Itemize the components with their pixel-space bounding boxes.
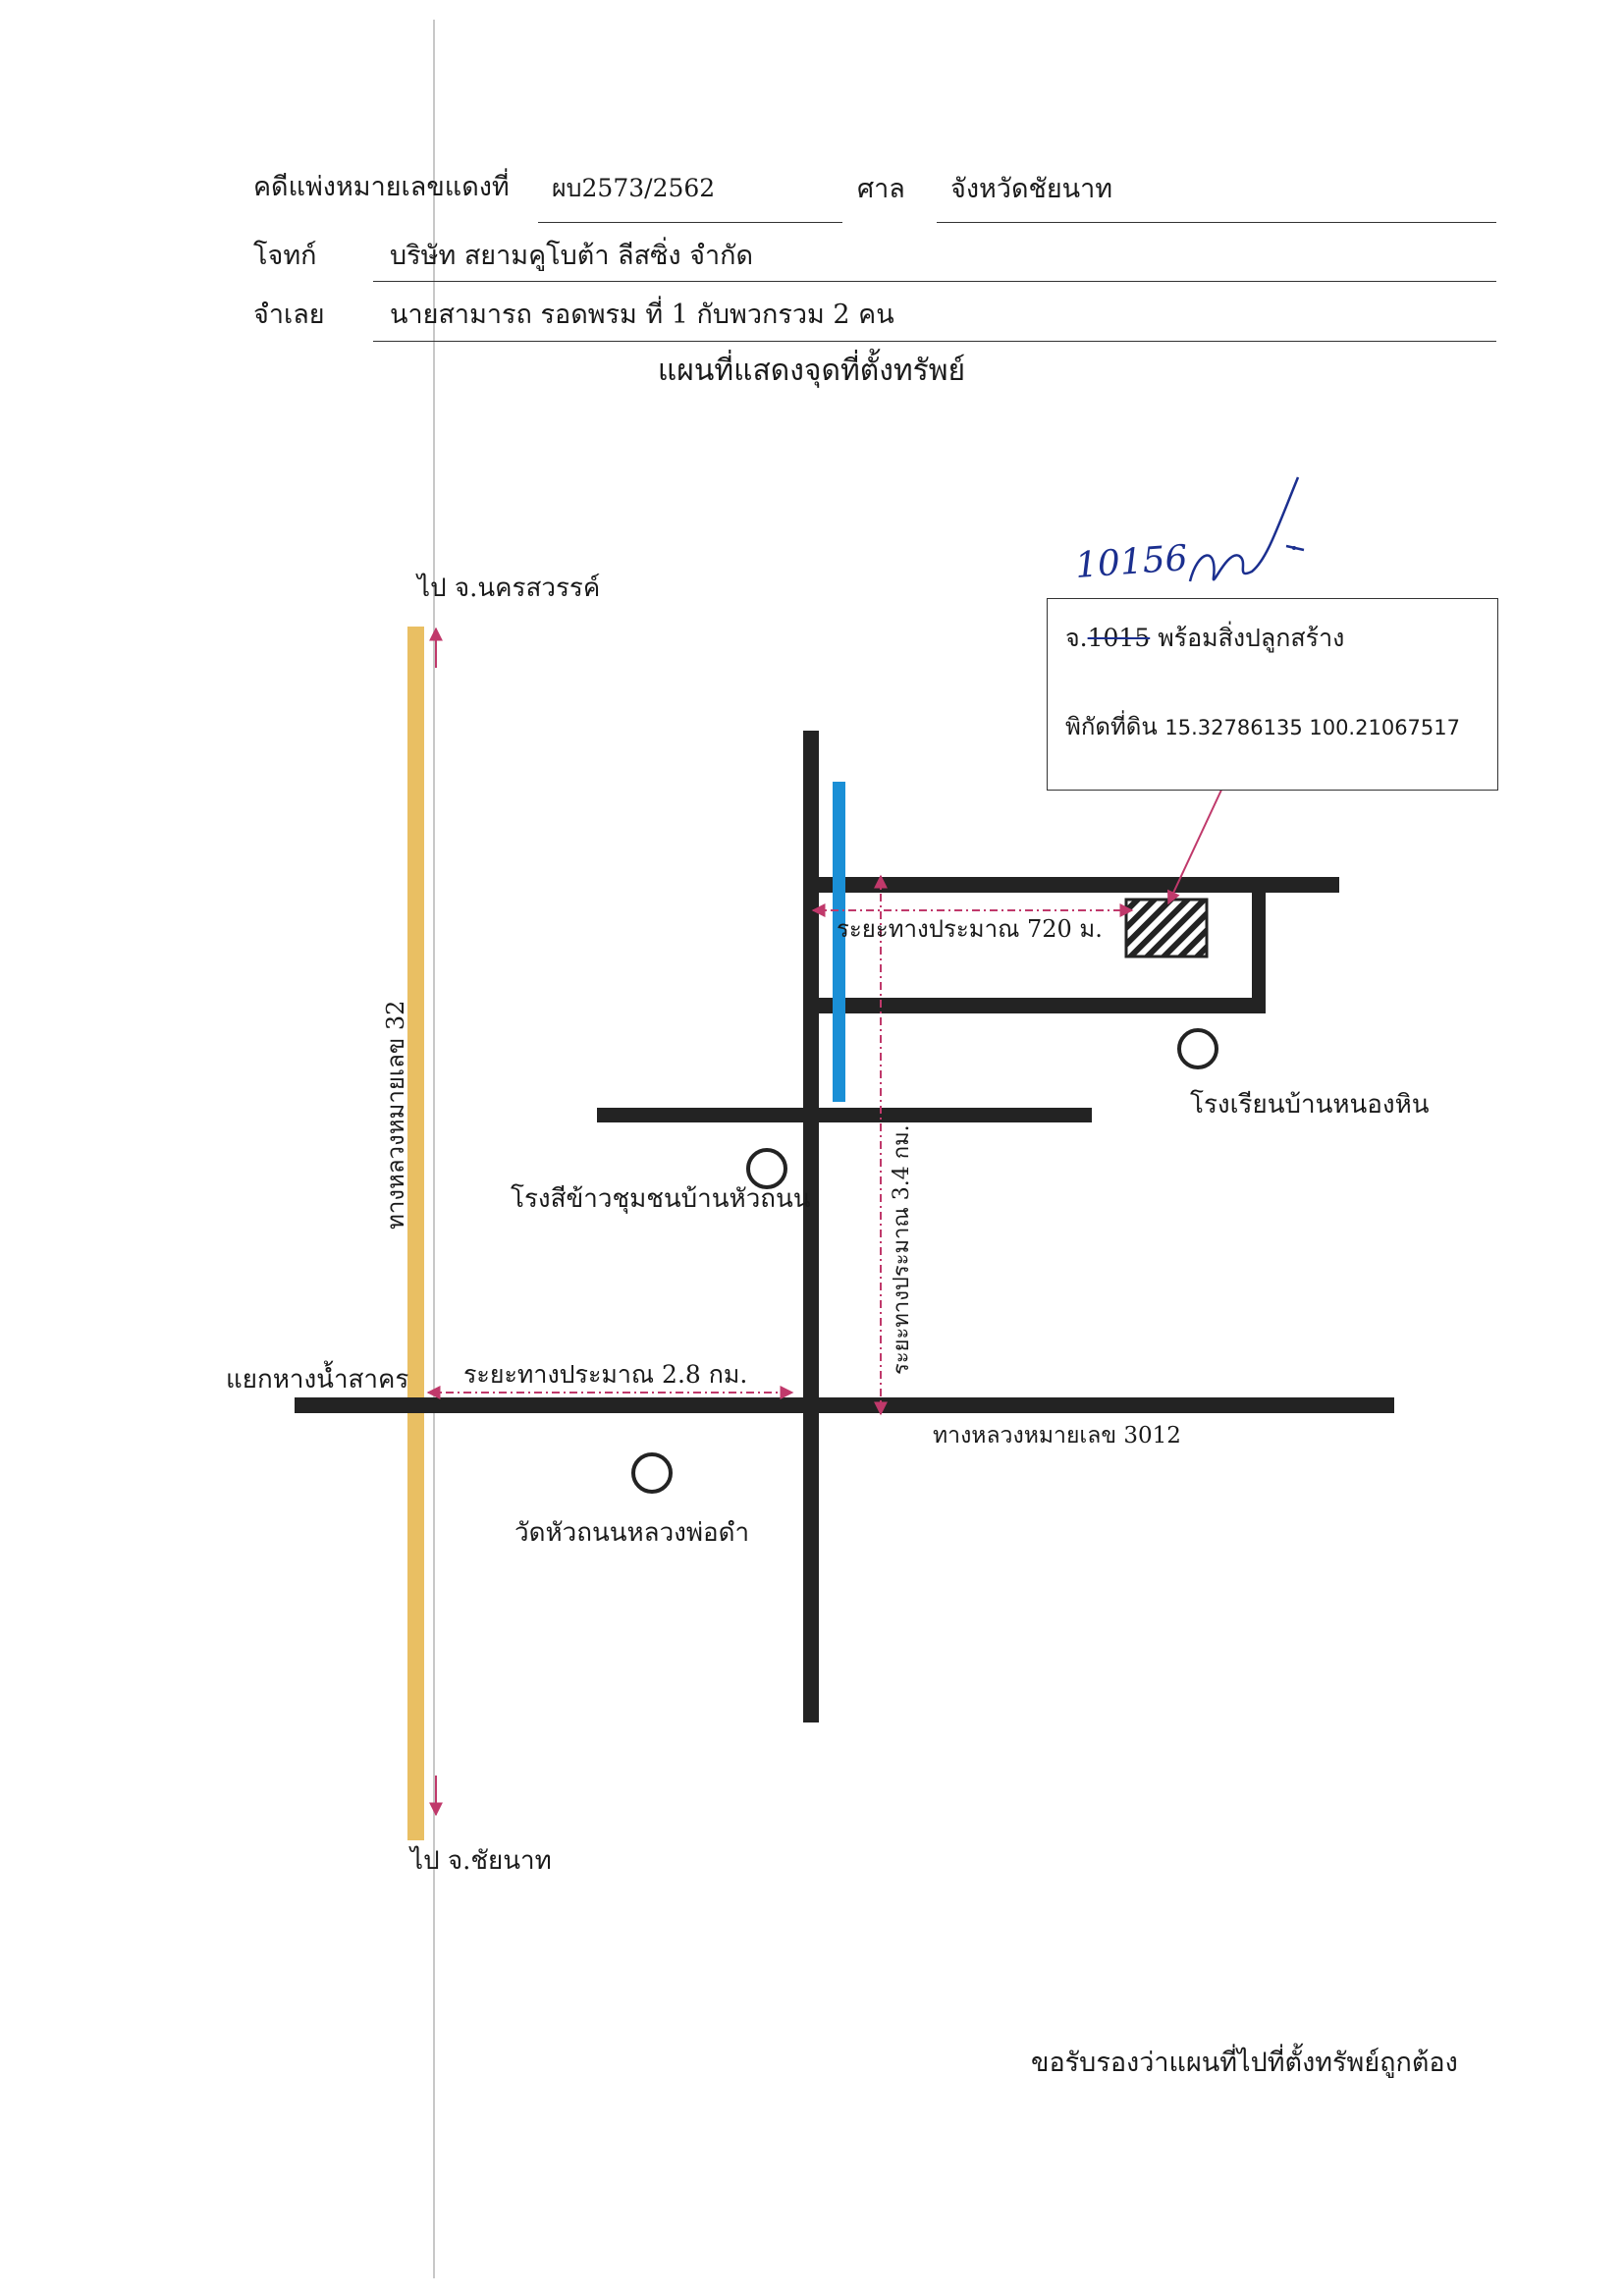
temple-label: วัดหัวถนนหลวงพ่อดำ: [514, 1518, 750, 1548]
court-name-value: จังหวัดชัยนาท: [950, 174, 1113, 204]
highway-3012-road: [295, 1397, 1394, 1413]
temple-marker: [631, 1452, 673, 1494]
case-number-underline: [538, 222, 842, 223]
deed-struck-number: 1015: [1087, 624, 1151, 652]
property-road-connector: [1252, 877, 1266, 1013]
south-destination-label: ไป จ.ชัยนาท: [410, 1846, 552, 1876]
distance-720-label: ระยะทางประมาณ 720 ม.: [837, 915, 1103, 943]
plaintiff-label: โจทก์: [253, 241, 317, 271]
property-road-top: [811, 877, 1339, 893]
court-underline: [937, 222, 1496, 223]
deed-suffix: พร้อมสิ่งปลูกสร้าง: [1158, 624, 1345, 652]
map-title: แผนที่แสดงจุดที่ตั้งทรัพย์: [657, 354, 966, 388]
defendant-label: จำเลย: [253, 300, 325, 330]
handwritten-signature: [1188, 476, 1305, 582]
highway-3012-label: ทางหลวงหมายเลข 3012: [933, 1423, 1181, 1449]
school-marker: [1177, 1028, 1218, 1069]
case-number-label: คดีแพ่งหมายเลขแดงที่: [253, 172, 510, 202]
handwritten-deed-number: 10156: [1073, 538, 1189, 586]
certification-text: ขอรับรองว่าแผนที่ไปที่ตั้งทรัพย์ถูกต้อง: [1031, 2048, 1458, 2078]
plaintiff-underline: [373, 281, 1496, 282]
rice-mill-marker: [746, 1148, 787, 1189]
plaintiff-value: บริษัท สยามคูโบต้า ลีสซิ่ง จำกัด: [390, 241, 754, 271]
rice-mill-road: [597, 1108, 1092, 1122]
rice-mill-label: โรงสีข้าวชุมชนบ้านหัวถนน: [511, 1184, 811, 1214]
coords-line: พิกัดที่ดิน 15.32786135 100.21067517: [1065, 707, 1460, 745]
highway-32-label-text: ทางหลวงหมายเลข 32: [382, 1000, 409, 1230]
coords-value: 15.32786135 100.21067517: [1164, 716, 1460, 739]
deed-line: จ.1015 พร้อมสิ่งปลูกสร้าง: [1065, 619, 1344, 658]
canal: [833, 782, 845, 1102]
court-label: ศาล: [857, 174, 905, 204]
property-road-bottom: [811, 998, 1265, 1013]
junction-label: แยกหางน้ำสาคร: [226, 1365, 409, 1394]
main-vertical-road: [803, 731, 819, 1722]
defendant-value: นายสามารถ รอดพรม ที่ 1 กับพวกรวม 2 คน: [390, 300, 894, 330]
property-marker: [1124, 898, 1209, 958]
deed-prefix: จ.: [1065, 624, 1088, 652]
case-number-value: ผบ2573/2562: [552, 174, 716, 202]
coords-label: พิกัดที่ดิน: [1065, 713, 1158, 740]
info-pointer-arrow: [1166, 785, 1224, 905]
property-info-box: จ.1015 พร้อมสิ่งปลูกสร้าง พิกัดที่ดิน 15…: [1047, 598, 1498, 791]
scan-edge-line: [433, 20, 435, 2278]
north-destination-label: ไป จ.นครสวรรค์: [417, 574, 601, 603]
distance-2-8-label: ระยะทางประมาณ 2.8 กม.: [463, 1360, 748, 1389]
distance-3-4-label: ระยะทางประมาณ 3.4 กม.: [890, 1124, 914, 1375]
highway-32-road: [407, 627, 424, 1840]
defendant-underline: [373, 341, 1496, 342]
school-label: โรงเรียนบ้านหนองหิน: [1190, 1090, 1430, 1120]
highway-32-label: ทางหลวงหมายเลข 32: [376, 773, 414, 1230]
